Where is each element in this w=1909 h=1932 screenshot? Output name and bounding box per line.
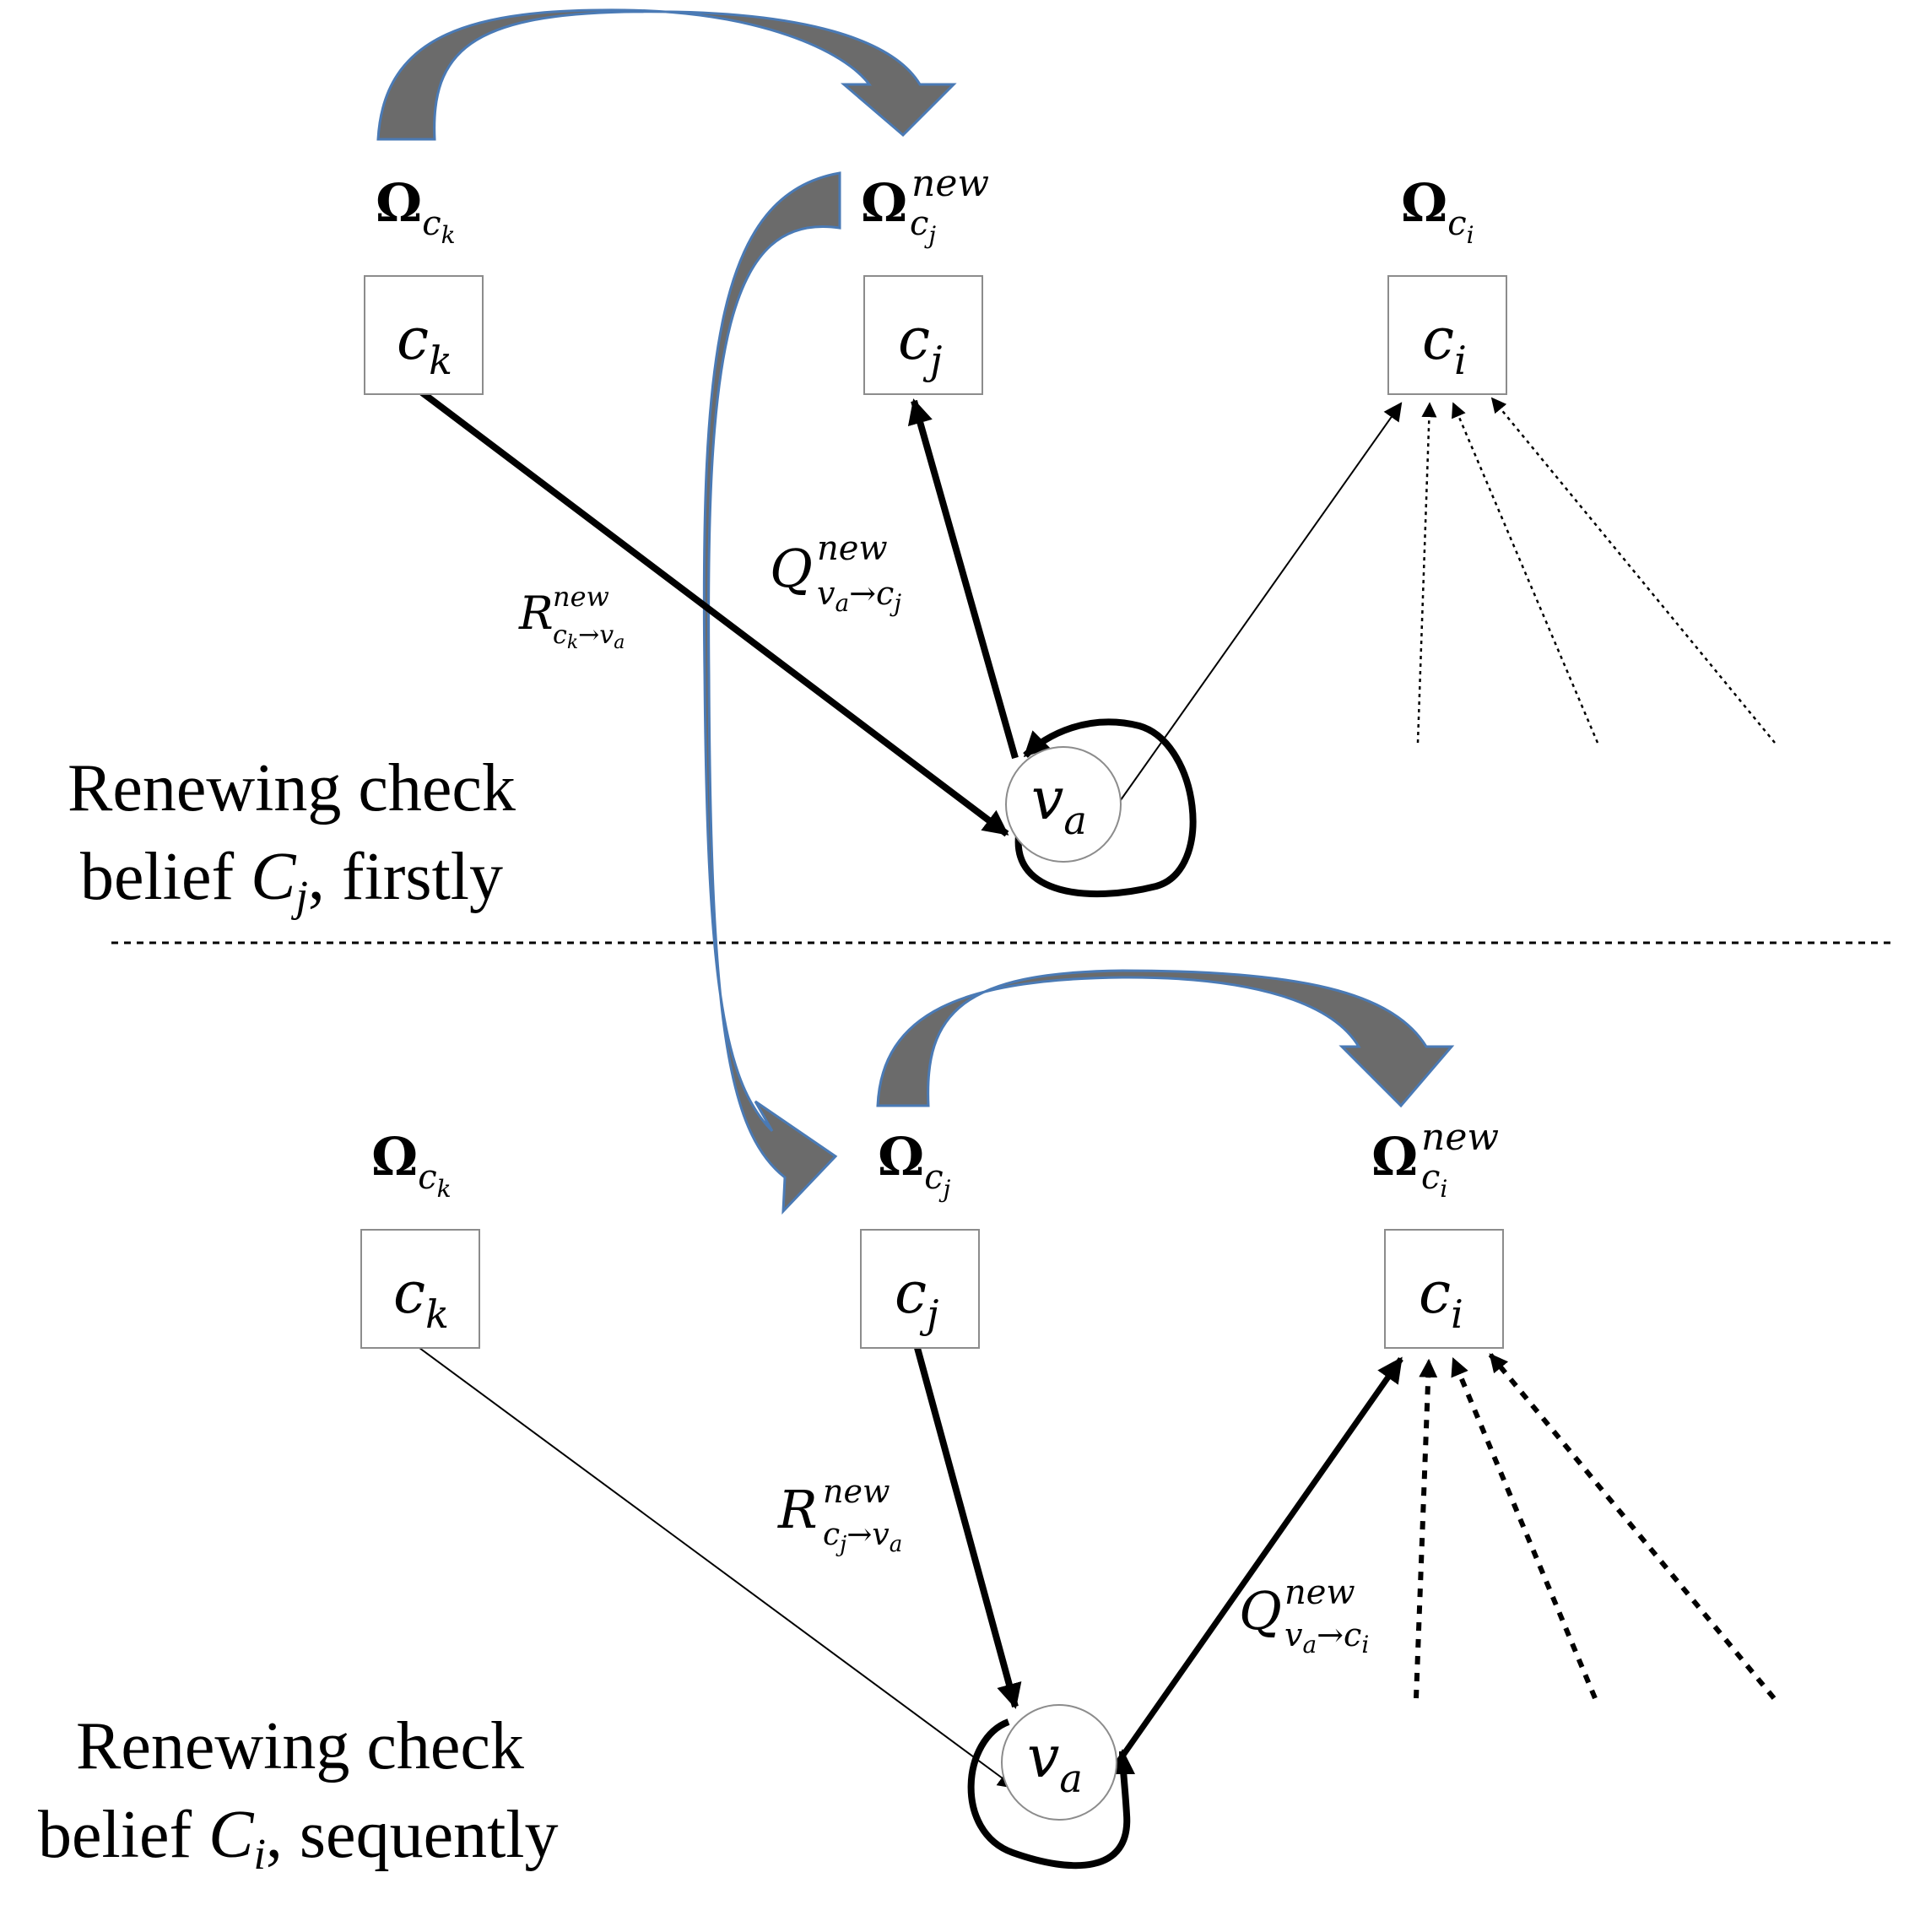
caption-top-line2: belief Cj, firstly	[80, 840, 503, 921]
edge-ck-va-top	[419, 389, 1009, 837]
check-node-ci-top: ci	[1387, 275, 1507, 395]
edge-va-ci-top	[1117, 402, 1403, 804]
variable-node-va-bottom: va	[1001, 1704, 1117, 1821]
caption-bottom-line1: Renewing check	[76, 1709, 524, 1783]
dotted-edge-2-bottom	[1451, 1356, 1598, 1700]
svg-text:cj: cj	[895, 1260, 938, 1337]
dotted-edge-2-top	[1452, 402, 1599, 744]
self-loop-top	[1014, 718, 1197, 898]
edge-va-cj-top	[907, 398, 1019, 760]
omega-label-ck-top: Ωck	[376, 172, 456, 249]
dotted-edge-3-top	[1490, 397, 1776, 744]
dotted-edge-1-top	[1416, 402, 1437, 744]
omega-label-ci-top: Ωci	[1401, 172, 1474, 249]
caption-top-line1: Renewing check	[68, 751, 516, 825]
omega-label-ck-bottom: Ωck	[371, 1126, 452, 1203]
svg-text:ci: ci	[1419, 1260, 1463, 1337]
check-node-cj-top: cj	[863, 275, 983, 395]
check-node-ci-bottom: ci	[1384, 1229, 1504, 1349]
update-flow-arrow-top	[376, 8, 957, 141]
svg-text:cj: cj	[898, 306, 942, 383]
check-node-ck-top: ck	[364, 275, 484, 395]
check-node-ck-bottom: ck	[360, 1229, 480, 1349]
check-node-cj-bottom: cj	[860, 1229, 980, 1349]
self-loop-bottom	[967, 1718, 1136, 1870]
svg-text:va: va	[1027, 1724, 1083, 1801]
update-flow-arrow-vertical	[702, 171, 841, 1215]
edge-cj-va-bottom	[914, 1346, 1022, 1709]
update-flow-arrow-bottom	[876, 969, 1455, 1108]
caption-bottom-line2: belief Ci, sequently	[38, 1798, 559, 1879]
variable-node-va-top: va	[1005, 746, 1122, 863]
svg-text:ci: ci	[1422, 306, 1467, 383]
svg-text:ck: ck	[397, 306, 452, 383]
dotted-edge-3-bottom	[1488, 1353, 1777, 1700]
dotted-edge-1-bottom	[1414, 1358, 1438, 1699]
edge-ck-va-bottom	[419, 1347, 1017, 1789]
edge-va-ci-bottom	[1113, 1356, 1403, 1768]
svg-text:va: va	[1031, 766, 1087, 843]
omega-label-cj-bottom: Ωcj	[878, 1126, 951, 1203]
svg-text:ck: ck	[393, 1260, 449, 1337]
